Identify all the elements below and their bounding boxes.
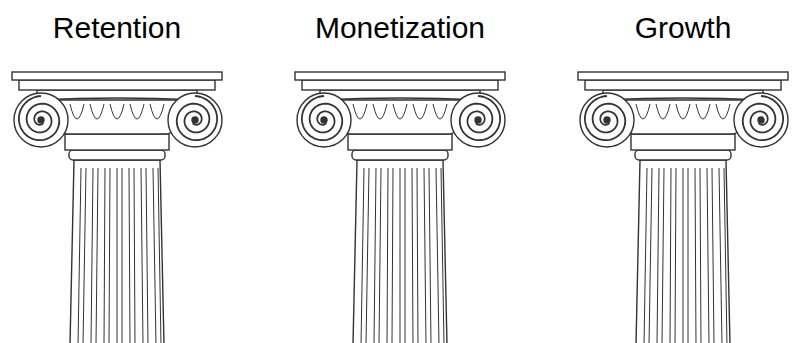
- pillar-label: Retention: [53, 10, 181, 46]
- pillar-label: Monetization: [315, 10, 485, 46]
- ionic-column: [578, 72, 788, 343]
- ionic-column: [295, 72, 505, 343]
- ionic-column: [12, 72, 222, 343]
- pillar-label: Growth: [635, 10, 732, 46]
